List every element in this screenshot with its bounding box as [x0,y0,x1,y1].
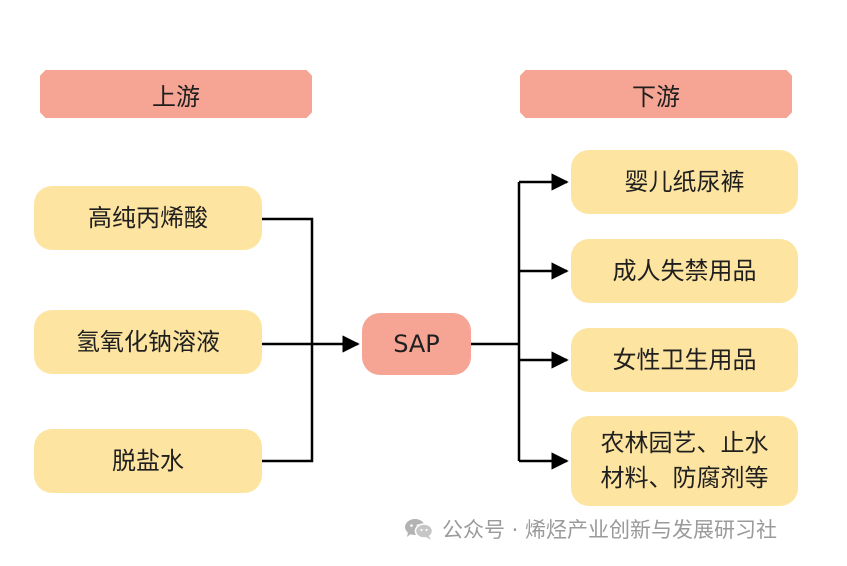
watermark-text: 公众号 · 烯烃产业创新与发展研习社 [442,518,778,542]
output-label-agriculture-etc: 农林园艺、止水材料、防腐剂等 [600,429,769,492]
downstream-header-label: 下游 [632,82,680,111]
output-box-baby-diapers: 婴儿纸尿裤 [571,150,798,214]
wechat-icon [404,517,434,541]
input-label-acrylic-acid: 高纯丙烯酸 [88,203,208,232]
input-box-desalted-water: 脱盐水 [34,429,262,493]
connector-acrylic-acid [262,217,314,344]
input-box-sodium-hydroxide: 氢氧化钠溶液 [34,310,262,374]
output-box-adult-incontinence: 成人失禁用品 [571,239,798,303]
output-label-adult-incontinence: 成人失禁用品 [612,256,757,285]
output-box-agriculture-etc: 农林园艺、止水材料、防腐剂等 [571,416,798,506]
input-box-acrylic-acid: 高纯丙烯酸 [34,186,262,250]
downstream-header: 下游 [520,70,792,118]
connector-desalted-water [262,344,314,463]
upstream-header: 上游 [40,70,312,118]
input-label-desalted-water: 脱盐水 [112,446,184,475]
output-label-baby-diapers: 婴儿纸尿裤 [624,167,745,196]
input-label-sodium-hydroxide: 氢氧化钠溶液 [76,327,220,356]
output-label-feminine-hygiene: 女性卫生用品 [612,345,757,374]
upstream-header-label: 上游 [152,82,200,111]
sap-label: SAP [393,330,440,358]
output-box-feminine-hygiene: 女性卫生用品 [571,328,798,392]
watermark: 公众号 · 烯烃产业创新与发展研习社 [404,514,777,544]
sap-node: SAP [362,313,471,375]
